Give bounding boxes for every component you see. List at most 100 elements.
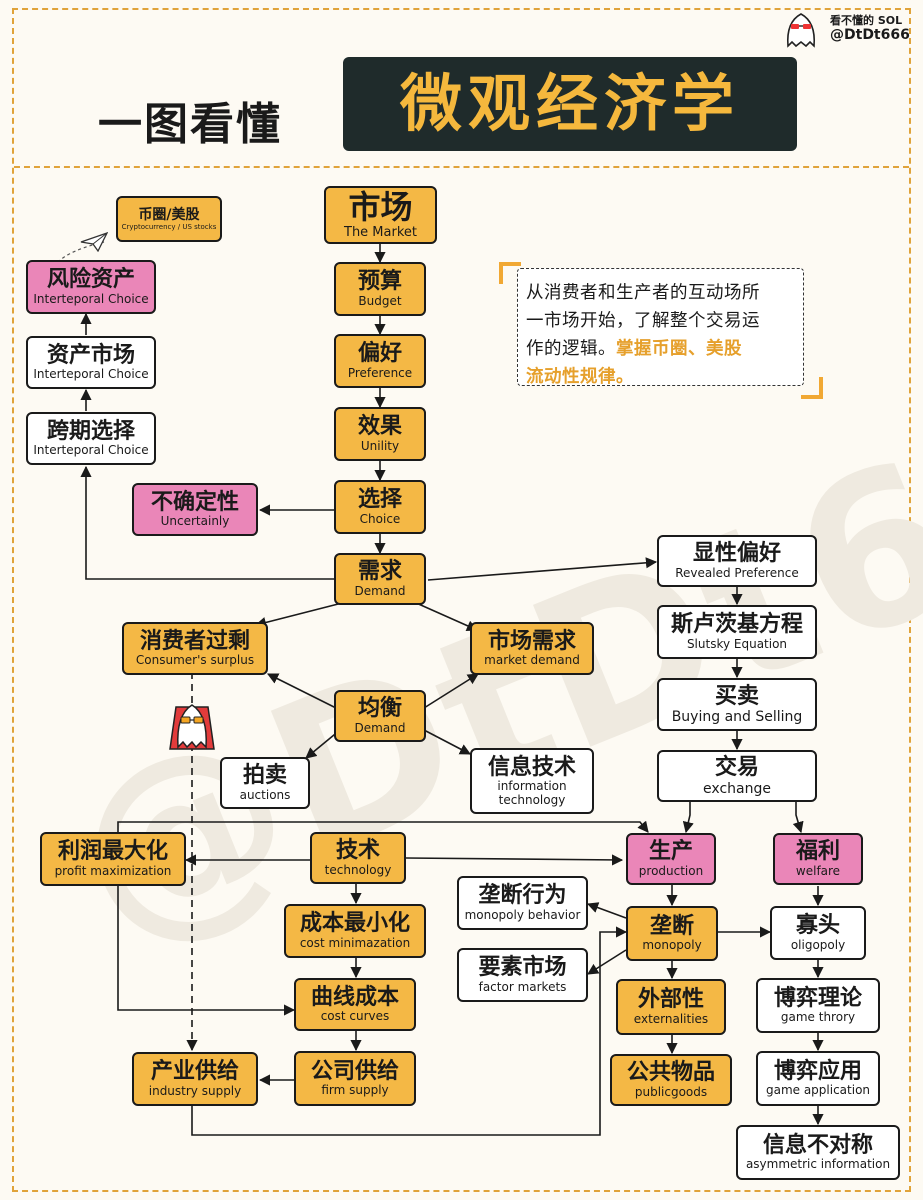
header-divider bbox=[14, 166, 909, 168]
note-highlight-1: 掌握币圈、美股 bbox=[616, 339, 742, 359]
node-info-tech[interactable]: 信息技术 information technology bbox=[470, 748, 594, 814]
arrow-profit-curves bbox=[117, 886, 296, 1016]
node-firm-supply-en: firm supply bbox=[321, 1083, 389, 1098]
node-monopoly-behavior-zh: 垄断行为 bbox=[478, 883, 567, 909]
node-public-goods-en: publicgoods bbox=[634, 1084, 708, 1099]
node-game-theory[interactable]: 博弈理论 game throry bbox=[756, 978, 880, 1033]
ghost-mascot-icon bbox=[169, 704, 215, 750]
node-asset-market[interactable]: 资产市场 Interteporal Choice bbox=[26, 336, 156, 389]
node-auctions[interactable]: 拍卖 auctions bbox=[220, 757, 310, 809]
node-intertemporal-en: Interteporal Choice bbox=[33, 443, 149, 458]
node-industry-supply[interactable]: 产业供给 industry supply bbox=[132, 1052, 258, 1106]
node-technology-zh: 技术 bbox=[335, 838, 380, 864]
node-crypto[interactable]: 币圈/美股 Cryptocurrency / US stocks bbox=[116, 196, 222, 242]
node-consumer-surplus-zh: 消费者过剩 bbox=[139, 628, 250, 654]
node-externalities-zh: 外部性 bbox=[637, 987, 704, 1013]
node-equilibrium[interactable]: 均衡 Demand bbox=[334, 690, 426, 742]
note-line-3: 作的逻辑。 bbox=[526, 339, 616, 359]
node-preference-en: Preference bbox=[347, 365, 413, 380]
ghost-sunglasses-icon bbox=[786, 13, 816, 48]
node-demand-en: Demand bbox=[354, 583, 406, 598]
node-risk-assets-en: Interteporal Choice bbox=[33, 291, 149, 306]
node-market-en: The Market bbox=[344, 224, 417, 240]
node-cost-min[interactable]: 成本最小化 cost minimazation bbox=[284, 904, 426, 958]
arrow-eq-marketdemand bbox=[423, 673, 479, 709]
node-market-demand-en: market demand bbox=[484, 653, 580, 668]
node-choice[interactable]: 选择 Choice bbox=[334, 480, 426, 534]
node-demand[interactable]: 需求 Demand bbox=[334, 553, 426, 605]
node-monopoly-behavior[interactable]: 垄断行为 monopoly behavior bbox=[457, 876, 588, 930]
node-oligopoly-en: oligopoly bbox=[790, 937, 846, 952]
node-public-goods[interactable]: 公共物品 publicgoods bbox=[610, 1054, 732, 1106]
node-industry-supply-en: industry supply bbox=[148, 1083, 242, 1098]
node-technology[interactable]: 技术 technology bbox=[310, 832, 406, 884]
node-welfare[interactable]: 福利 welfare bbox=[773, 833, 863, 885]
node-revealed-pref-en: Revealed Preference bbox=[675, 565, 799, 580]
author-name: 看不懂的 SOL bbox=[830, 14, 903, 27]
arrow-exchange-production bbox=[682, 802, 694, 834]
node-buy-sell[interactable]: 买卖 Buying and Selling bbox=[657, 678, 817, 731]
node-game-theory-zh: 博弈理论 bbox=[773, 985, 862, 1011]
node-risk-assets-zh: 风险资产 bbox=[46, 267, 135, 293]
node-technology-en: technology bbox=[324, 862, 392, 877]
note-line-1: 从消费者和生产者的互动场所 bbox=[526, 283, 760, 303]
node-cost-curves[interactable]: 曲线成本 cost curves bbox=[294, 978, 416, 1031]
node-production[interactable]: 生产 production bbox=[626, 833, 716, 885]
node-firm-supply[interactable]: 公司供给 firm supply bbox=[294, 1051, 416, 1106]
node-asset-market-en: Interteporal Choice bbox=[33, 367, 149, 382]
node-welfare-en: welfare bbox=[795, 863, 841, 878]
node-oligopoly[interactable]: 寡头 oligopoly bbox=[770, 906, 866, 960]
node-monopoly[interactable]: 垄断 monopoly bbox=[626, 906, 718, 961]
arrow-monopoly-behavior bbox=[586, 902, 627, 919]
note-highlight-2: 流动性规律。 bbox=[526, 367, 634, 387]
node-auctions-en: auctions bbox=[239, 787, 291, 802]
arrow-demand-surplus bbox=[254, 601, 347, 628]
node-uncertainty[interactable]: 不确定性 Uncertainly bbox=[132, 483, 258, 536]
node-externalities-en: externalities bbox=[633, 1011, 709, 1026]
paper-plane-icon bbox=[80, 232, 108, 252]
node-equilibrium-en: Demand bbox=[354, 720, 406, 735]
node-utility[interactable]: 效果 Unility bbox=[334, 407, 426, 461]
node-crypto-en: Cryptocurrency / US stocks bbox=[121, 223, 217, 232]
node-monopoly-zh: 垄断 bbox=[649, 913, 694, 939]
node-externalities[interactable]: 外部性 externalities bbox=[616, 979, 726, 1035]
node-slutsky[interactable]: 斯卢茨基方程 Slutsky Equation bbox=[657, 605, 817, 659]
node-game-app[interactable]: 博弈应用 game application bbox=[756, 1051, 880, 1106]
node-risk-assets[interactable]: 风险资产 Interteporal Choice bbox=[26, 260, 156, 314]
arrow-industry-monopoly bbox=[191, 926, 628, 1136]
node-slutsky-zh: 斯卢茨基方程 bbox=[670, 612, 803, 638]
node-choice-en: Choice bbox=[359, 511, 401, 526]
note-corner-bottom bbox=[801, 377, 823, 399]
title-main: 微观经济学 bbox=[343, 57, 797, 151]
title-prefix: 一图看懂 bbox=[98, 99, 282, 150]
node-industry-supply-zh: 产业供给 bbox=[150, 1059, 239, 1085]
node-consumer-surplus[interactable]: 消费者过剩 Consumer's surplus bbox=[122, 622, 268, 675]
node-exchange-en: exchange bbox=[703, 780, 771, 797]
author-handle[interactable]: @DtDt666 bbox=[830, 27, 910, 43]
node-cost-curves-en: cost curves bbox=[320, 1009, 390, 1024]
node-slutsky-en: Slutsky Equation bbox=[686, 636, 788, 651]
node-utility-zh: 效果 bbox=[357, 414, 402, 440]
node-factor-markets-en: factor markets bbox=[478, 979, 567, 994]
node-budget[interactable]: 预算 Budget bbox=[334, 262, 426, 316]
arrow-exchange-welfare bbox=[792, 802, 804, 834]
node-exchange[interactable]: 交易 exchange bbox=[657, 750, 817, 802]
arrow-eq-surplus bbox=[266, 673, 337, 709]
note-line-2: 一市场开始，了解整个交易运 bbox=[526, 311, 760, 331]
node-utility-en: Unility bbox=[360, 438, 400, 453]
node-preference[interactable]: 偏好 Preference bbox=[334, 334, 426, 388]
note-corner-top bbox=[499, 262, 521, 284]
node-revealed-pref[interactable]: 显性偏好 Revealed Preference bbox=[657, 535, 817, 587]
node-market[interactable]: 市场 The Market bbox=[324, 186, 437, 244]
node-factor-markets[interactable]: 要素市场 factor markets bbox=[457, 948, 588, 1002]
node-market-demand[interactable]: 市场需求 market demand bbox=[470, 622, 594, 675]
node-game-app-zh: 博弈应用 bbox=[773, 1058, 862, 1084]
node-intertemporal[interactable]: 跨期选择 Interteporal Choice bbox=[26, 412, 156, 465]
node-cost-curves-zh: 曲线成本 bbox=[310, 984, 399, 1010]
node-auctions-zh: 拍卖 bbox=[242, 763, 287, 789]
node-buy-sell-en: Buying and Selling bbox=[671, 709, 803, 726]
node-asym-info[interactable]: 信息不对称 asymmetric information bbox=[736, 1125, 900, 1180]
node-profit-max[interactable]: 利润最大化 profit maximization bbox=[40, 832, 186, 886]
node-budget-en: Budget bbox=[358, 293, 402, 308]
